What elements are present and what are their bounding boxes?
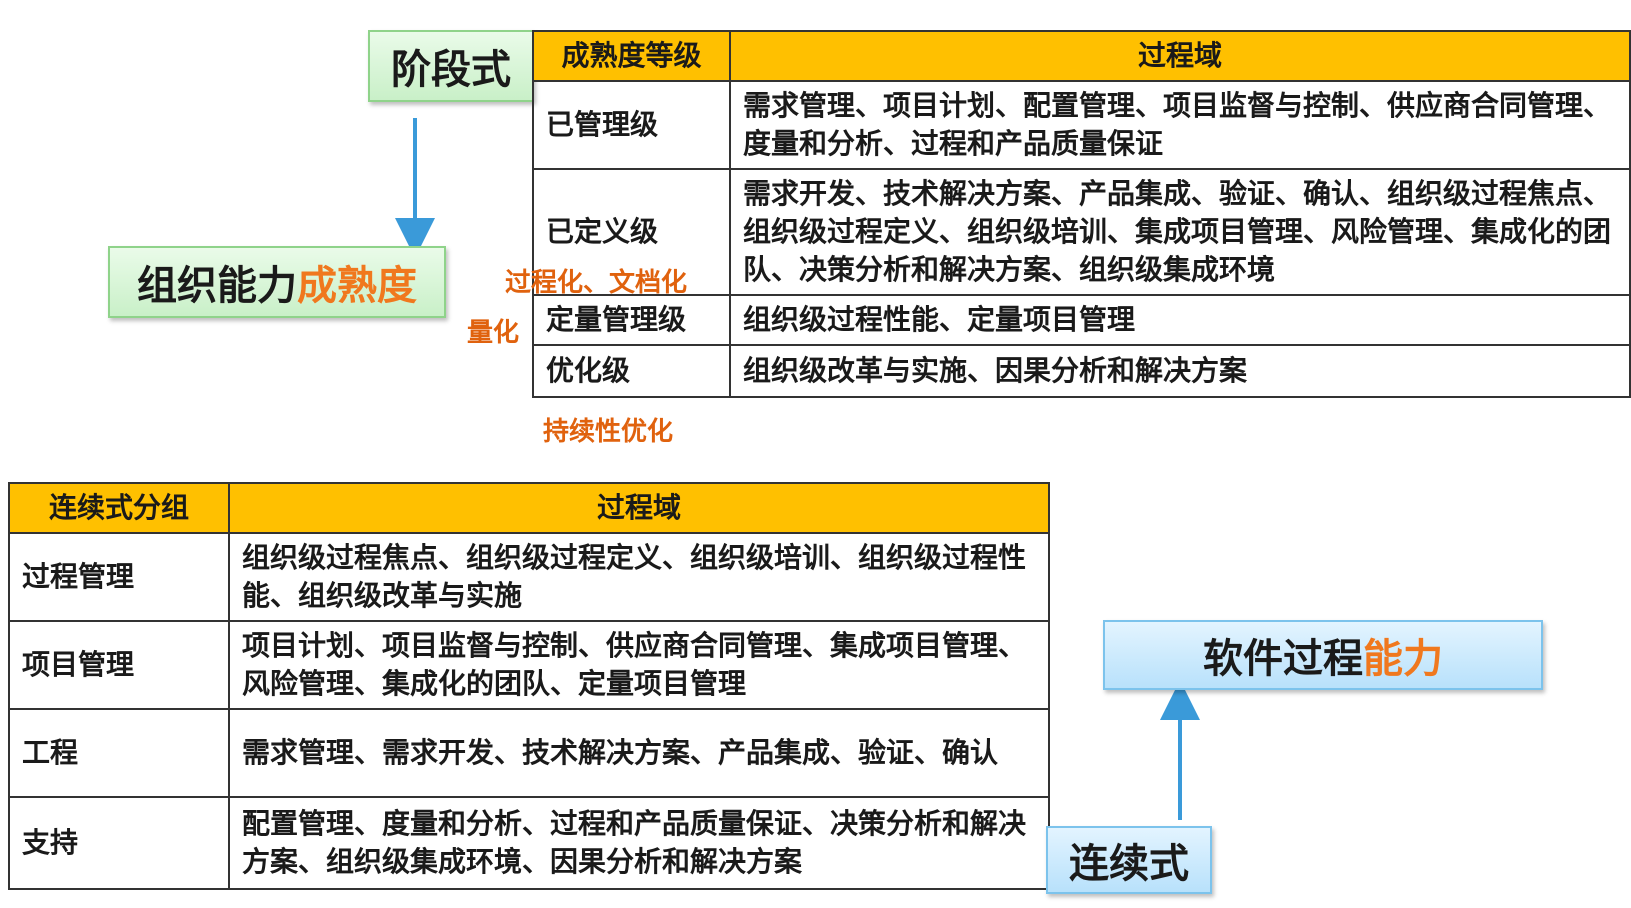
software-capability-box: 软件过程能力 [1103, 620, 1543, 690]
header-process-area: 过程域 [729, 30, 1631, 82]
areas-cell: 需求开发、技术解决方案、产品集成、验证、确认、组织级过程焦点、组织级过程定义、组… [729, 168, 1631, 296]
continuous-group-table: 连续式分组 过程域 过程管理 组织级过程焦点、组织级过程定义、组织级培训、组织级… [8, 482, 1050, 890]
staged-maturity-table: 成熟度等级 过程域 已管理级 需求管理、项目计划、配置管理、项目监督与控制、供应… [532, 30, 1631, 398]
annotation-optimizing: 持续性优化 [543, 417, 674, 447]
level-cell: 优化级 [532, 344, 731, 398]
areas-cell: 配置管理、度量和分析、过程和产品质量保证、决策分析和解决方案、组织级集成环境、因… [228, 796, 1050, 890]
table-row: 优化级 组织级改革与实施、因果分析和解决方案 [532, 344, 1631, 398]
areas-cell: 组织级过程焦点、组织级过程定义、组织级培训、组织级过程性能、组织级改革与实施 [228, 532, 1050, 622]
areas-cell: 组织级改革与实施、因果分析和解决方案 [729, 344, 1631, 398]
level-cell: 定量管理级 [532, 294, 731, 346]
areas-cell: 组织级过程性能、定量项目管理 [729, 294, 1631, 346]
table-row: 已管理级 需求管理、项目计划、配置管理、项目监督与控制、供应商合同管理、度量和分… [532, 80, 1631, 170]
level-cell: 已管理级 [532, 80, 731, 170]
table-header-row: 成熟度等级 过程域 [532, 30, 1631, 82]
continuous-label: 连续式 [1069, 841, 1189, 887]
table-header-row: 连续式分组 过程域 [8, 482, 1050, 534]
header-continuous-group: 连续式分组 [8, 482, 230, 534]
group-cell: 工程 [8, 708, 230, 798]
org-maturity-box: 组织能力成熟度 [108, 246, 446, 318]
staged-label: 阶段式 [391, 47, 511, 93]
group-cell: 过程管理 [8, 532, 230, 622]
areas-cell: 需求管理、项目计划、配置管理、项目监督与控制、供应商合同管理、度量和分析、过程和… [729, 80, 1631, 170]
table-row: 工程 需求管理、需求开发、技术解决方案、产品集成、验证、确认 [8, 708, 1050, 798]
continuous-label-box: 连续式 [1046, 826, 1212, 894]
table-row: 支持 配置管理、度量和分析、过程和产品质量保证、决策分析和解决方案、组织级集成环… [8, 796, 1050, 890]
table-row: 定量管理级 组织级过程性能、定量项目管理 [532, 294, 1631, 346]
software-capability-part1: 软件过程 [1203, 636, 1363, 682]
group-cell: 项目管理 [8, 620, 230, 710]
areas-cell: 需求管理、需求开发、技术解决方案、产品集成、验证、确认 [228, 708, 1050, 798]
org-maturity-part1: 组织能力 [137, 263, 297, 309]
software-capability-part2: 能力 [1363, 636, 1443, 682]
table-row: 项目管理 项目计划、项目监督与控制、供应商合同管理、集成项目管理、风险管理、集成… [8, 620, 1050, 710]
table-row: 已定义级 需求开发、技术解决方案、产品集成、验证、确认、组织级过程焦点、组织级过… [532, 168, 1631, 296]
staged-label-box: 阶段式 [368, 30, 534, 102]
areas-cell: 项目计划、项目监督与控制、供应商合同管理、集成项目管理、风险管理、集成化的团队、… [228, 620, 1050, 710]
annotation-quantitative: 量化 [467, 318, 520, 348]
table-row: 过程管理 组织级过程焦点、组织级过程定义、组织级培训、组织级过程性能、组织级改革… [8, 532, 1050, 622]
org-maturity-part2: 成熟度 [297, 263, 417, 309]
header-process-area: 过程域 [228, 482, 1050, 534]
group-cell: 支持 [8, 796, 230, 890]
header-maturity-level: 成熟度等级 [532, 30, 731, 82]
annotation-defined: 过程化、文档化 [505, 268, 688, 298]
level-cell: 已定义级 [532, 168, 731, 296]
